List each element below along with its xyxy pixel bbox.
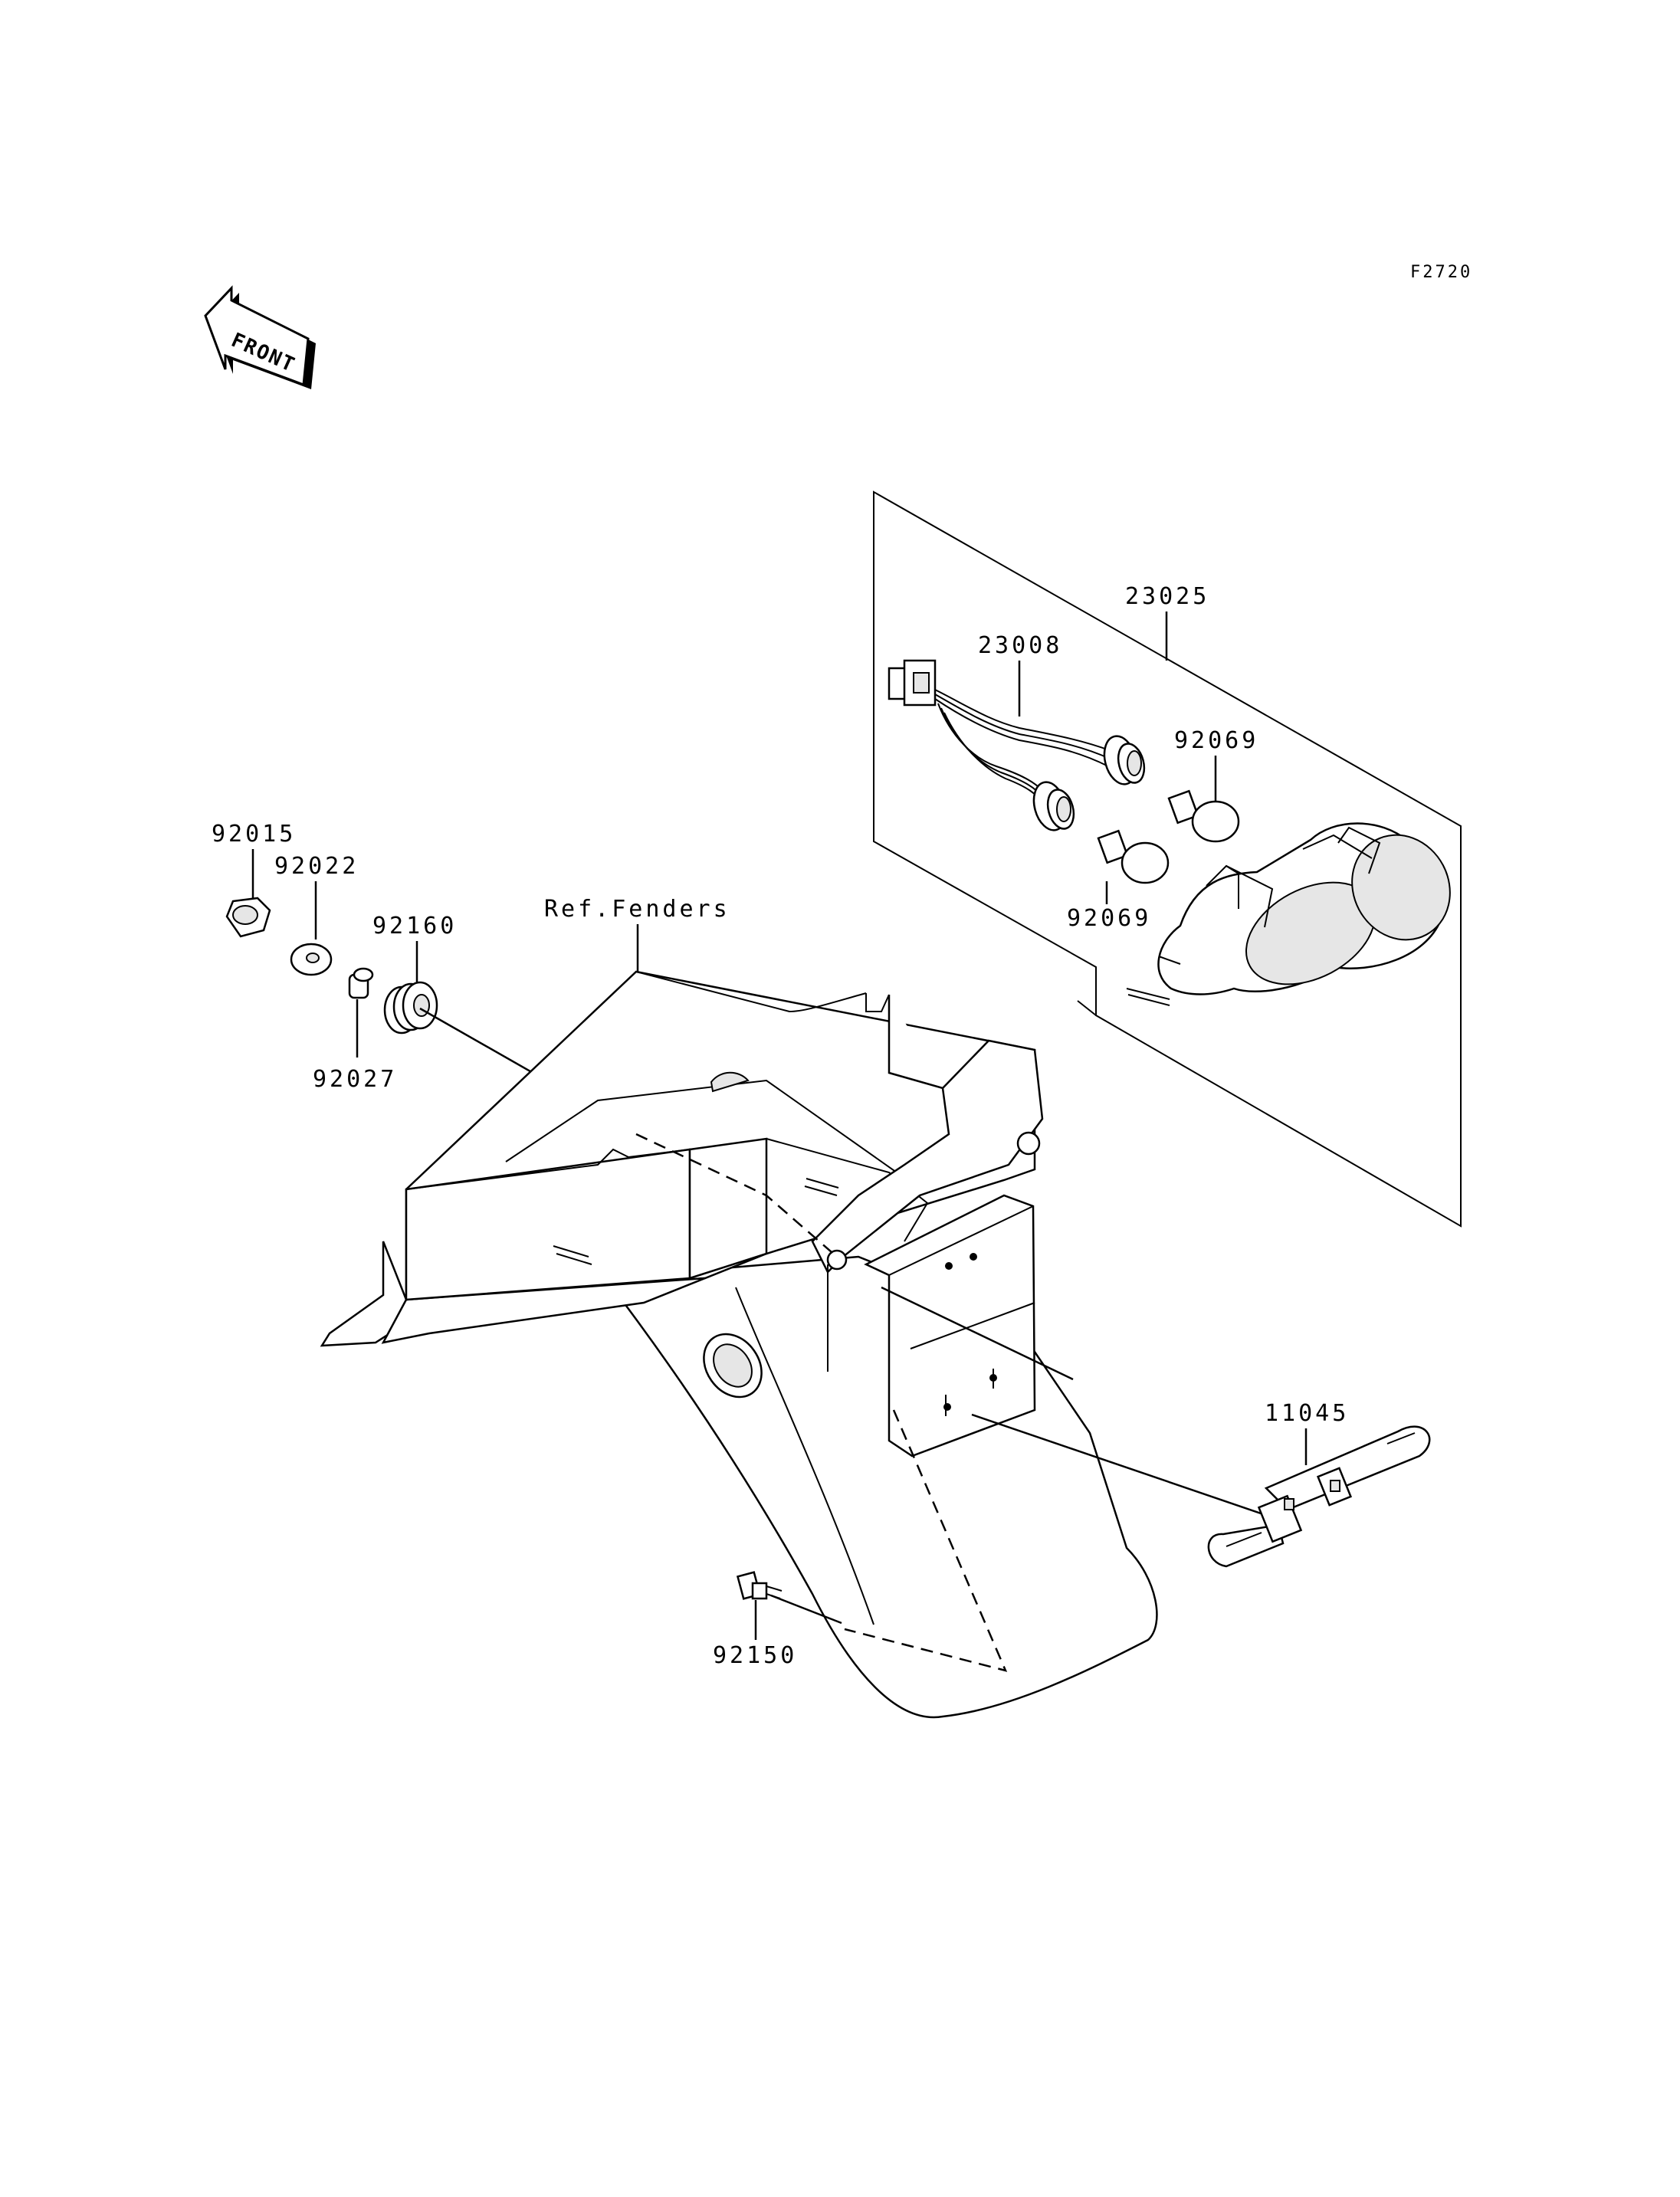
part-label-92069-bottom: 92069 (1067, 905, 1151, 932)
part-label-23025: 23025 (1125, 583, 1209, 610)
part-label-92015: 92015 (212, 821, 296, 848)
part-label-92022: 92022 (274, 853, 359, 880)
ref-fenders-label: Ref.Fenders (544, 896, 730, 923)
harness-connector-line (881, 1286, 1074, 1381)
part-label-92069-top: 92069 (1174, 727, 1258, 754)
mount-dashed-line-lower (844, 1409, 1008, 1672)
grommet-icon (383, 981, 438, 1035)
part-label-11045: 11045 (1265, 1400, 1349, 1427)
part-label-23008: 23008 (978, 632, 1062, 659)
bracket-connector-line (971, 1413, 1273, 1519)
washer-icon (290, 943, 333, 976)
taillight-group-mask (1077, 1000, 1097, 1016)
part-label-92150: 92150 (713, 1642, 797, 1669)
bolt-connector-line (770, 1594, 842, 1625)
rear-fender (320, 970, 1158, 1719)
bulb-icon-upper (1167, 789, 1240, 843)
part-label-92027: 92027 (313, 1066, 397, 1093)
collar-icon (348, 967, 374, 999)
mount-dashed-line-upper (635, 1133, 838, 1258)
wiring-harness (888, 659, 1146, 831)
part-label-92160: 92160 (372, 913, 457, 939)
bolt-icon (736, 1571, 783, 1600)
figure-code: F2720 (1410, 263, 1472, 282)
license-plate-bracket (1207, 1425, 1431, 1568)
taillight-housing (1126, 822, 1451, 1006)
front-arrow-icon: FRONT (204, 285, 316, 389)
nut-icon (225, 897, 271, 938)
bulb-icon-lower (1097, 829, 1170, 884)
